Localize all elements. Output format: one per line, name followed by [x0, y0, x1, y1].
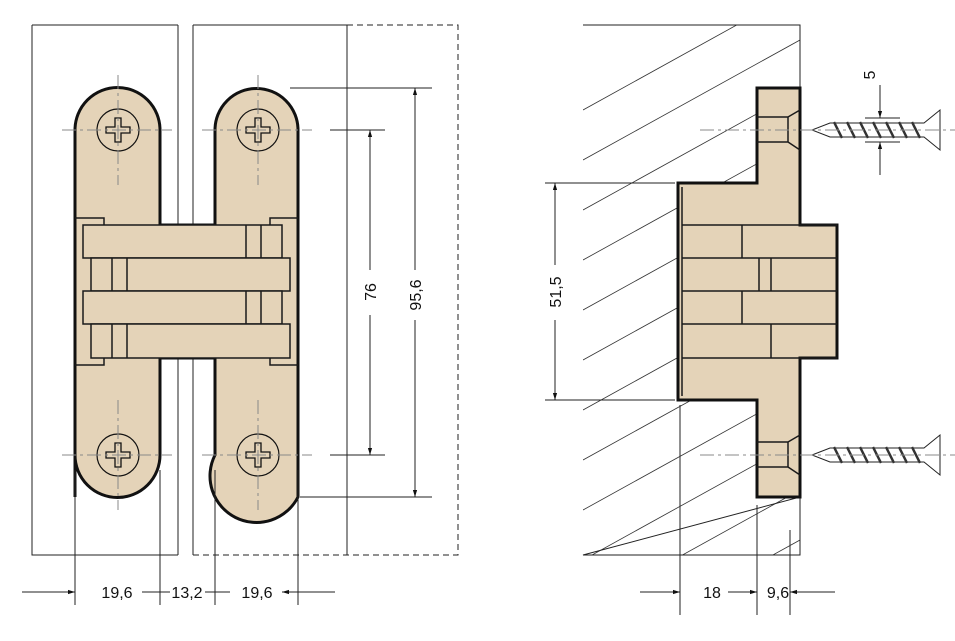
dim-leaf-width-left: 19,6: [101, 585, 132, 602]
dim-screw-diameter: 5: [862, 70, 879, 79]
hinge-center-links: [75, 217, 298, 366]
hinge-profile: [676, 86, 839, 499]
dim-body-depth: 18: [703, 585, 721, 602]
dim-flange-depth: 9,6: [767, 585, 789, 602]
side-view: 5 51,5 18 9,6: [545, 24, 955, 615]
front-view: 76 95,6 19,6 13,2 19,6: [22, 24, 459, 605]
dim-leaf-width-right: 19,6: [241, 585, 272, 602]
dim-overall-height: 95,6: [408, 279, 425, 310]
dim-gap: 13,2: [171, 585, 202, 602]
dim-screw-spacing: 76: [363, 283, 380, 301]
dim-body-height: 51,5: [548, 276, 565, 307]
